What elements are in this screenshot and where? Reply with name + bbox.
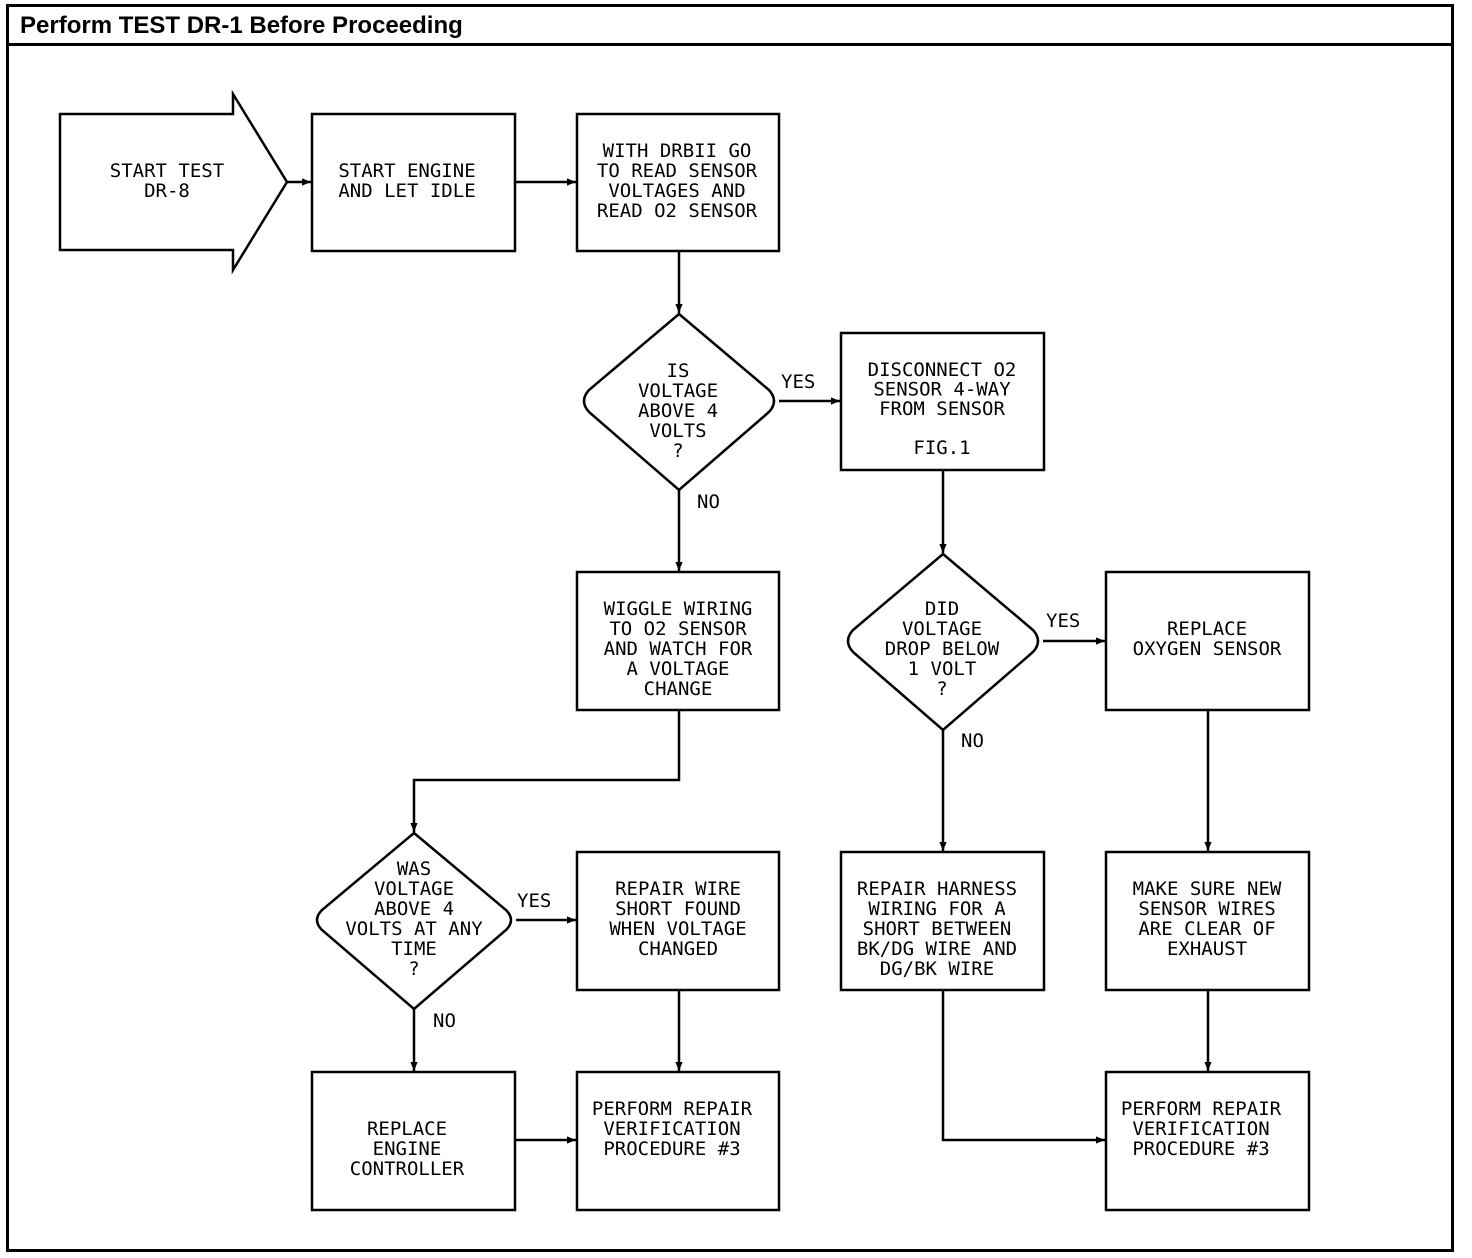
q1-yes-label: YES — [781, 371, 815, 393]
wiggle-node-shape — [575, 570, 781, 712]
q2-line-2: VOLTAGE — [902, 618, 982, 640]
repair-wire-line-3: WHEN VOLTAGE — [609, 918, 746, 940]
q2-line-5: ? — [936, 678, 947, 700]
replace-ec-line-2: ENGINE — [373, 1138, 442, 1160]
repair-wire-node-shape — [575, 850, 781, 992]
verify1-node-shape — [575, 1070, 781, 1212]
wiggle-line-4: A VOLTAGE — [627, 658, 730, 680]
verify2-line-2: VERIFICATION — [1132, 1118, 1269, 1140]
replace-ec-node-shape — [310, 1070, 517, 1212]
replace-o2-line-1: REPLACE — [1167, 618, 1247, 640]
engine-line-2: AND LET IDLE — [338, 180, 475, 202]
q3-line-2: VOLTAGE — [374, 878, 454, 900]
verify1-line-3: PROCEDURE #3 — [603, 1138, 740, 1160]
q3-no-label: NO — [433, 1010, 456, 1032]
repair-wire-line-2: SHORT FOUND — [615, 898, 741, 920]
make-sure-line-2: SENSOR WIRES — [1138, 898, 1275, 920]
harness-line-3: SHORT BETWEEN — [863, 918, 1012, 940]
verify1-line-1: PERFORM REPAIR — [592, 1098, 753, 1120]
engine-node-shape — [310, 112, 517, 253]
harness-line-1: REPAIR HARNESS — [857, 878, 1017, 900]
verify1-line-2: VERIFICATION — [603, 1118, 740, 1140]
q1-line-4: VOLTS — [649, 420, 706, 442]
q1-line-2: VOLTAGE — [638, 380, 718, 402]
replace-o2-node-shape — [1104, 570, 1311, 712]
q1-line-5: ? — [672, 440, 683, 462]
disconnect-line-1: DISCONNECT O2 — [868, 359, 1017, 381]
wiggle-line-3: AND WATCH FOR — [604, 638, 753, 660]
start-line-1: START TEST — [110, 160, 224, 182]
wiggle-line-5: CHANGE — [644, 678, 713, 700]
q3-line-3: ABOVE 4 — [374, 898, 454, 920]
q3-line-6: ? — [408, 958, 419, 980]
disconnect-line-3: FROM SENSOR — [879, 398, 1005, 420]
q1-no-label: NO — [697, 491, 720, 513]
wiggle-line-1: WIGGLE WIRING — [604, 598, 753, 620]
header-bar: Perform TEST DR-1 Before Proceeding — [6, 4, 1454, 46]
verify2-line-1: PERFORM REPAIR — [1121, 1098, 1282, 1120]
q3-line-4: VOLTS AT ANY — [345, 918, 483, 940]
repair-wire-line-1: REPAIR WIRE — [615, 878, 741, 900]
harness-line-5: DG/BK WIRE — [880, 958, 994, 980]
start-node-shape — [58, 89, 289, 275]
q2-line-3: DROP BELOW — [885, 638, 1000, 660]
verify2-line-3: PROCEDURE #3 — [1132, 1138, 1269, 1160]
drb-line-1: WITH DRBII GO — [603, 140, 752, 162]
q2-no-label: NO — [961, 730, 984, 752]
q2-line-4: 1 VOLT — [908, 658, 977, 680]
drb-line-4: READ O2 SENSOR — [597, 200, 758, 222]
replace-o2-line-2: OXYGEN SENSOR — [1133, 638, 1282, 660]
make-sure-line-1: MAKE SURE NEW — [1133, 878, 1282, 900]
disconnect-line-2: SENSOR 4-WAY — [873, 379, 1011, 401]
q1-line-1: IS — [667, 360, 690, 382]
q3-line-5: TIME — [391, 938, 437, 960]
engine-line-1: START ENGINE — [338, 160, 475, 182]
edge-wiggle-q3 — [410, 710, 681, 832]
wiggle-line-2: TO O2 SENSOR — [609, 618, 747, 640]
q3-line-1: WAS — [397, 858, 431, 880]
make-sure-node-shape — [1104, 850, 1311, 992]
q3-yes-label: YES — [517, 890, 551, 912]
repair-wire-line-4: CHANGED — [638, 938, 718, 960]
q2-yes-label: YES — [1046, 610, 1080, 632]
replace-ec-line-1: REPLACE — [367, 1118, 447, 1140]
harness-line-4: BK/DG WIRE AND — [857, 938, 1017, 960]
verify2-node-shape — [1104, 1070, 1311, 1212]
drb-line-3: VOLTAGES AND — [608, 180, 745, 202]
q2-line-1: DID — [925, 598, 959, 620]
make-sure-line-3: ARE CLEAR OF — [1138, 918, 1275, 940]
harness-node-shape — [839, 850, 1046, 992]
drb-node-shape — [575, 112, 781, 253]
replace-ec-line-3: CONTROLLER — [350, 1158, 465, 1180]
diagram-frame — [6, 4, 1454, 1252]
start-line-2: DR-8 — [144, 180, 190, 202]
q1-line-3: ABOVE 4 — [638, 400, 718, 422]
harness-line-2: WIRING FOR A — [868, 898, 1006, 920]
drb-line-2: TO READ SENSOR — [597, 160, 758, 182]
page-title: Perform TEST DR-1 Before Proceeding — [20, 12, 463, 39]
disconnect-line-5: FIG.1 — [913, 437, 970, 459]
make-sure-line-4: EXHAUST — [1167, 938, 1247, 960]
edge-harness-verify2 — [941, 990, 1105, 1144]
